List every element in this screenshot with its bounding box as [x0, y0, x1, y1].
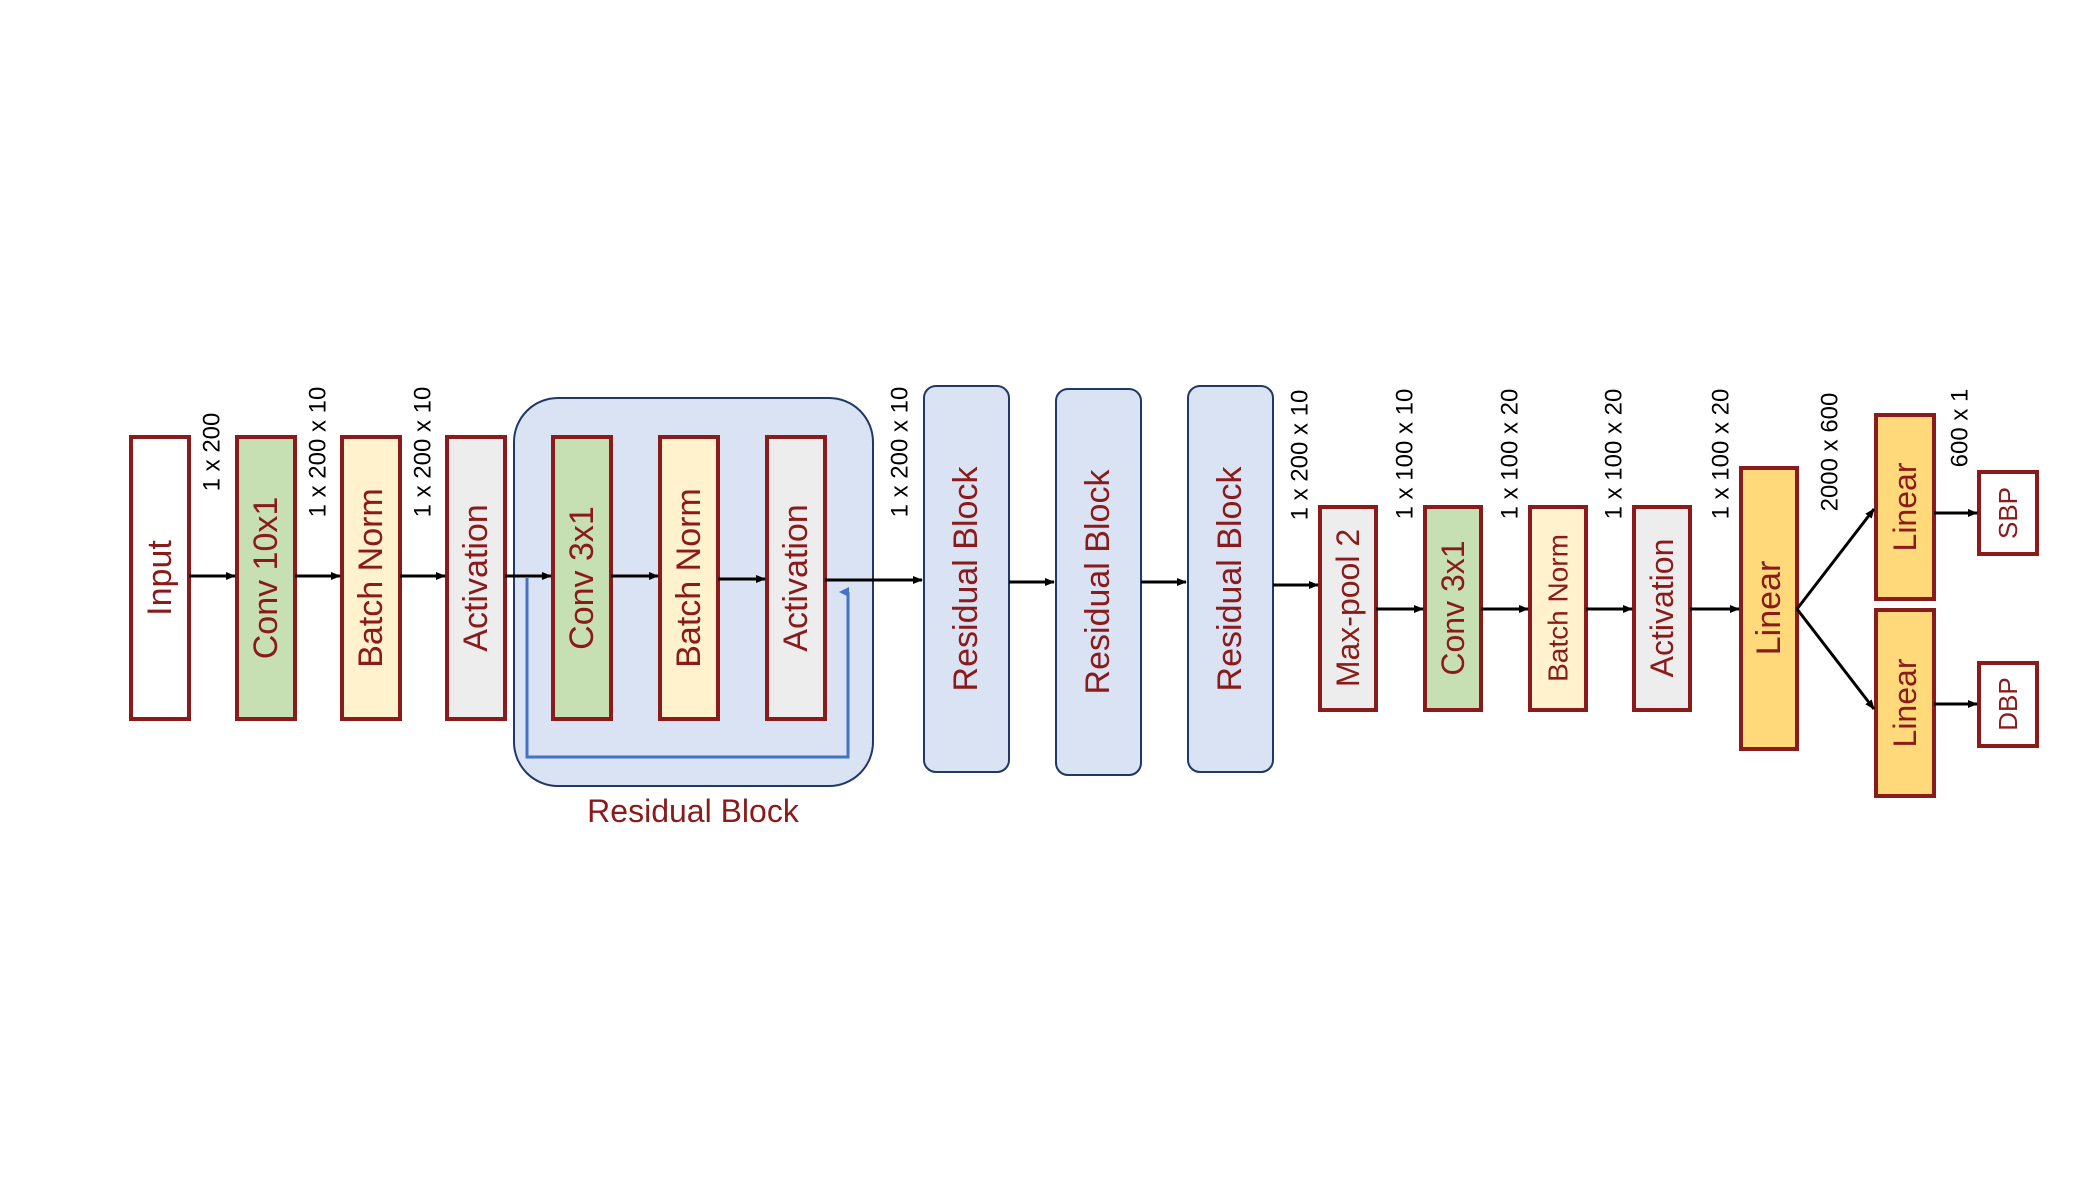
- block-batch-norm-2-label: Batch Norm: [1543, 534, 1574, 682]
- dim-label-9: 1 x 100 x 20: [1708, 389, 1735, 520]
- dim-label-10: 2000 x 600: [1817, 393, 1844, 512]
- block-activation-2: Activation: [1632, 505, 1692, 712]
- dim-label-6: 1 x 100 x 10: [1392, 389, 1419, 520]
- block-max-pool-label: Max-pool 2: [1330, 529, 1366, 687]
- block-activation-1: Activation: [445, 435, 507, 721]
- block-residual-3: Residual Block: [1055, 388, 1142, 776]
- block-input-label: Input: [141, 540, 179, 616]
- output-sbp-label: SBP: [1993, 487, 2023, 539]
- output-dbp: DBP: [1977, 661, 2039, 748]
- block-residual-batch-norm-label: Batch Norm: [670, 488, 708, 668]
- arrow-linear-linear-sbp: [1795, 508, 1876, 610]
- block-linear-sbp-label: Linear: [1887, 462, 1923, 551]
- block-conv-10x1-label: Conv 10x1: [247, 497, 285, 660]
- block-residual-2-label: Residual Block: [947, 466, 985, 692]
- block-batch-norm-2: Batch Norm: [1528, 505, 1588, 712]
- dim-label-2: 1 x 200 x 10: [305, 387, 332, 518]
- block-linear-sbp: Linear: [1874, 413, 1936, 601]
- dim-label-5: 1 x 200 x 10: [1287, 390, 1314, 521]
- block-linear-dbp-label: Linear: [1887, 658, 1923, 747]
- block-conv-10x1: Conv 10x1: [235, 435, 297, 721]
- block-batch-norm-1-label: Batch Norm: [352, 488, 390, 668]
- block-linear-label: Linear: [1750, 561, 1788, 656]
- block-linear-dbp: Linear: [1874, 608, 1936, 798]
- block-conv-3x1-2-label: Conv 3x1: [1435, 540, 1471, 675]
- block-residual-4-label: Residual Block: [1211, 466, 1249, 692]
- dim-label-4: 1 x 200 x 10: [887, 387, 914, 518]
- dim-label-11: 600 x 1: [1947, 389, 1974, 468]
- output-sbp: SBP: [1977, 470, 2039, 556]
- block-residual-4: Residual Block: [1187, 385, 1274, 773]
- block-batch-norm-1: Batch Norm: [340, 435, 402, 721]
- block-linear: Linear: [1739, 466, 1799, 751]
- block-conv-3x1-2: Conv 3x1: [1423, 505, 1483, 712]
- block-residual-conv-3x1: Conv 3x1: [551, 435, 613, 721]
- arrows: [189, 508, 1978, 710]
- block-activation-1-label: Activation: [457, 504, 495, 651]
- output-dbp-label: DBP: [1993, 677, 2023, 730]
- dim-label-8: 1 x 100 x 20: [1601, 389, 1628, 520]
- block-input: Input: [129, 435, 191, 721]
- block-residual-activation-label: Activation: [777, 504, 815, 651]
- block-max-pool: Max-pool 2: [1318, 505, 1378, 712]
- dim-label-7: 1 x 100 x 20: [1497, 389, 1524, 520]
- block-residual-conv-3x1-label: Conv 3x1: [563, 506, 601, 650]
- arrow-linear-linear-dbp: [1795, 608, 1876, 710]
- block-residual-activation: Activation: [765, 435, 827, 721]
- block-residual-2: Residual Block: [923, 385, 1010, 773]
- skip-connection-line: [525, 578, 850, 759]
- block-residual-batch-norm: Batch Norm: [658, 435, 720, 721]
- dim-label-3: 1 x 200 x 10: [410, 387, 437, 518]
- block-residual-3-label: Residual Block: [1079, 469, 1117, 695]
- block-activation-2-label: Activation: [1644, 539, 1680, 678]
- dim-label-1: 1 x 200: [199, 413, 226, 492]
- residual-block-caption: Residual Block: [587, 793, 800, 829]
